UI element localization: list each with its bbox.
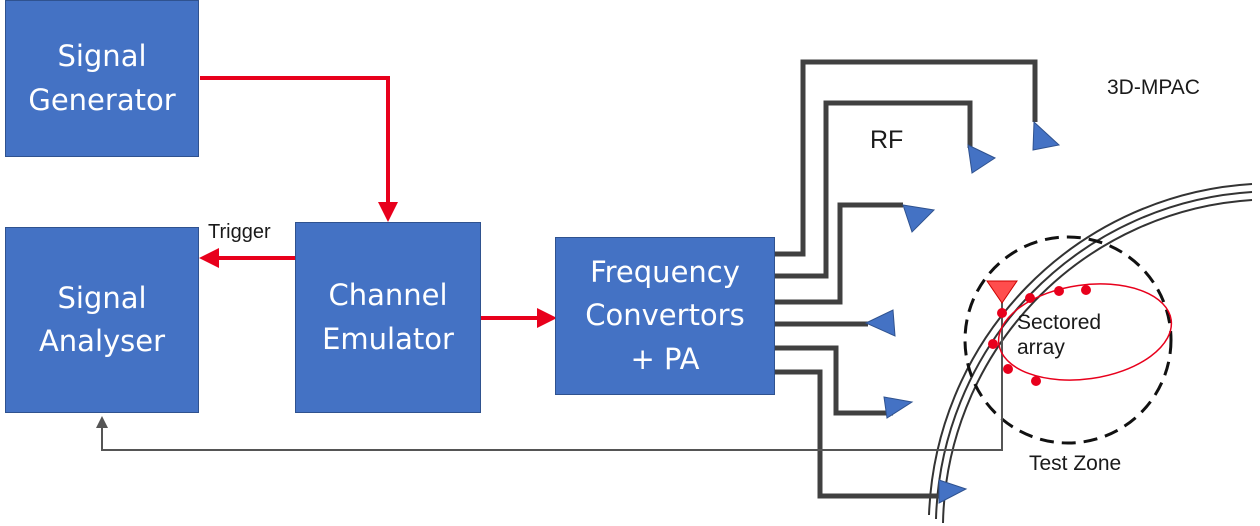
rf-label: RF: [870, 126, 904, 154]
rf-cable-1: [775, 59, 1038, 257]
signal-analyser-label-line2: Analyser: [38, 324, 166, 358]
probe-antenna-3: [902, 204, 936, 233]
test-zone-circle: [963, 235, 1173, 445]
trigger-label: Trigger: [208, 221, 271, 243]
rf-cables: [775, 59, 1038, 499]
signal-generator-label-line1: Signal: [57, 39, 147, 73]
array-element: [988, 339, 998, 349]
rf-cable-5: [775, 345, 893, 416]
rf-cable-3: [775, 202, 903, 305]
sectored-array-reference-antenna: [986, 280, 1018, 304]
test-zone-label: Test Zone: [1029, 452, 1122, 475]
sectored-array-ellipse: [997, 283, 1173, 381]
channel-emulator-label-line1: Channel: [328, 278, 448, 312]
rf-cable-6: [775, 369, 945, 499]
array-elements: [988, 285, 1091, 386]
sectored-array-label: Sectored array: [1017, 310, 1101, 360]
mpac-label: 3D-MPAC: [1107, 76, 1200, 99]
signal-generator-label-line2: Generator: [28, 82, 176, 117]
probe-antenna-4: [864, 309, 896, 337]
probe-antenna-2: [967, 144, 997, 174]
array-element: [997, 308, 1007, 318]
array-element: [1054, 286, 1064, 296]
arrow-generator-to-emulator: [200, 76, 398, 222]
array-element: [1025, 293, 1035, 303]
array-element: [1031, 376, 1041, 386]
sectored-array-label-line1: Sectored: [1017, 311, 1102, 334]
signal-analyser-label-line1: Signal: [57, 280, 147, 315]
probe-antenna-1: [1032, 120, 1061, 151]
probe-antenna-5: [883, 396, 914, 419]
rf-cable-2: [775, 100, 973, 279]
feedback-line: [96, 290, 1003, 451]
probe-antenna-6: [938, 479, 968, 504]
array-element: [1081, 285, 1091, 295]
frequency-convertors-label-line1: Frequency: [590, 254, 740, 289]
array-element: [1003, 364, 1013, 374]
frequency-convertors-label-line3: + PA: [630, 341, 700, 376]
sectored-array-label-line2: array: [1017, 336, 1065, 360]
frequency-convertors-label-line2: Convertors: [585, 298, 745, 333]
channel-emulator-label-line2: Emulator: [322, 321, 454, 356]
